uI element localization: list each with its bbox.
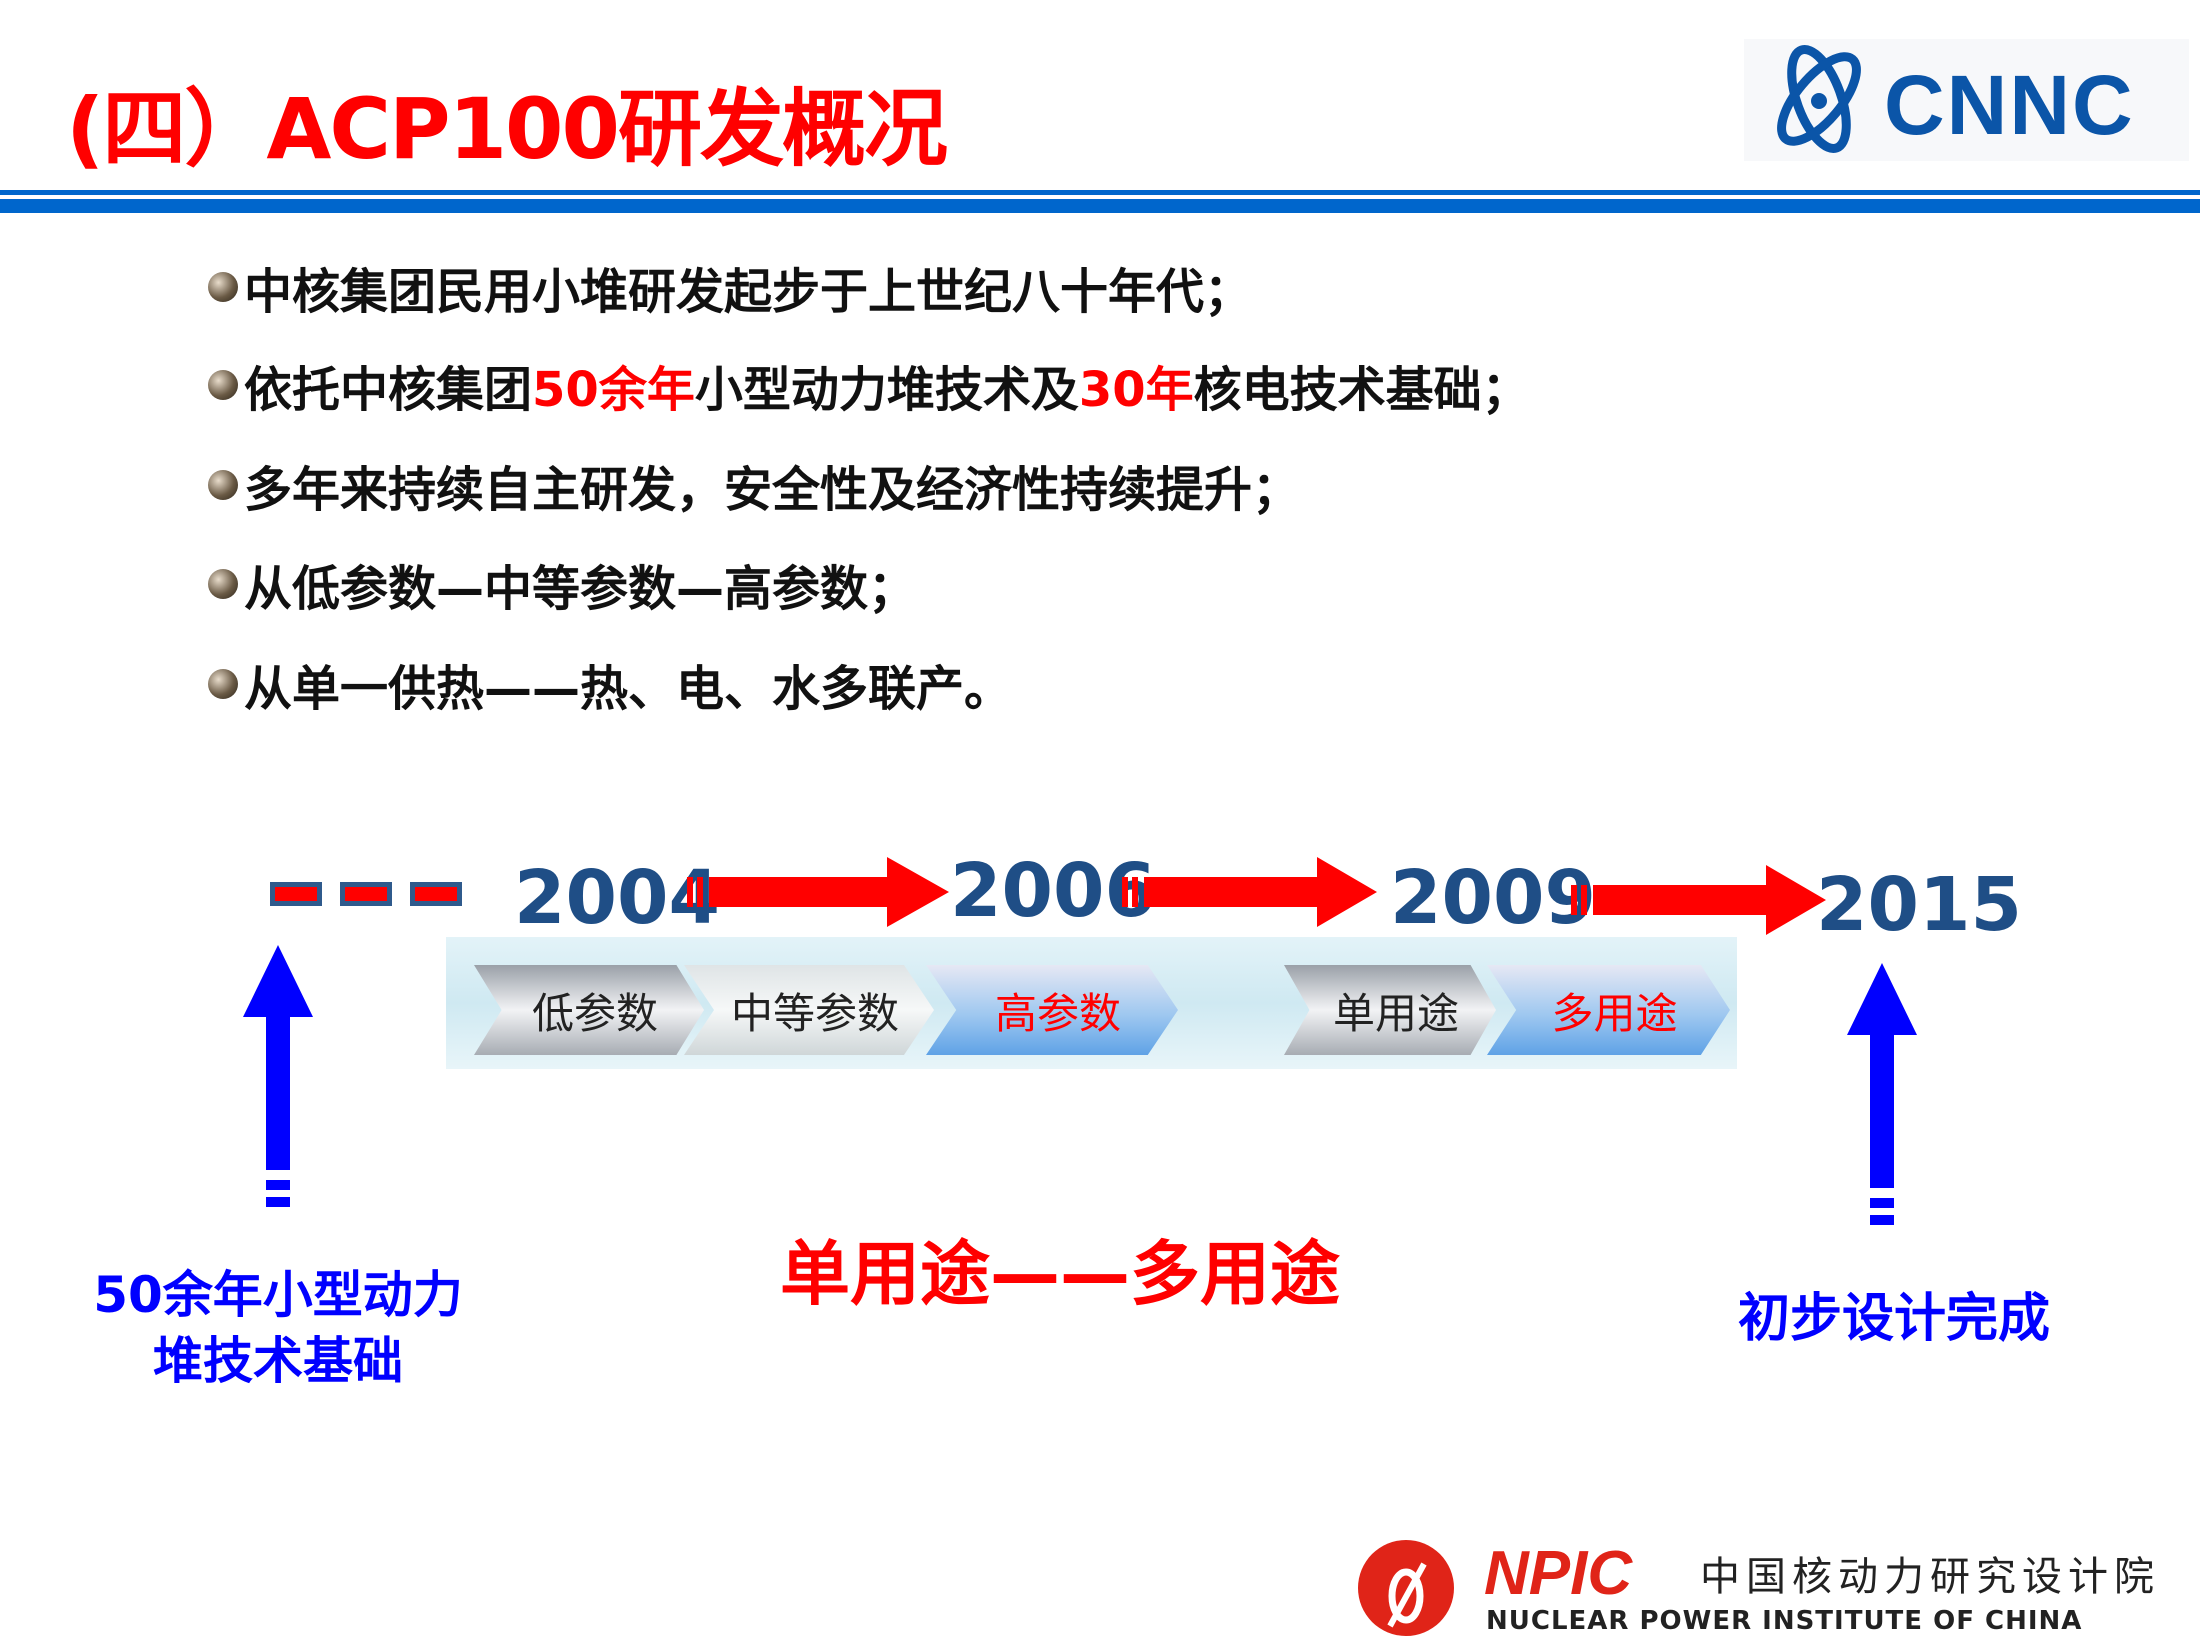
bullet-item: 从低参数—中等参数—高参数； [208,549,916,619]
left-label-line: 50余年小型动力 [93,1266,463,1324]
year-label: 2006 [950,848,1156,934]
left-label: 50余年小型动力堆技术基础 [78,1262,478,1394]
stage-high-param: 高参数 [926,965,1178,1055]
header-divider-thin [0,190,2200,195]
bullet-icon [208,669,238,699]
bullet-icon [208,370,238,400]
dash-marker [340,882,392,906]
highlight-text: 30年 [1078,362,1194,418]
bullet-item: 从单一供热——热、电、水多联产。 [208,649,1012,719]
cnnc-logo: CNNC [1744,39,2189,161]
up-arrow-icon [243,945,313,1207]
bullet-text: 小型动力堆技术及 [694,362,1079,418]
stage-multi-use: 多用途 [1487,965,1730,1055]
red-arrow-icon [687,857,949,927]
bullet-text: 多年来持续自主研发，安全性及经济性持续提升； [244,462,1301,518]
red-arrow-icon [1571,865,1826,935]
year-label: 2009 [1390,855,1596,941]
bullet-text: 从单一供热——热、电、水多联产。 [244,661,1013,717]
left-label-line: 堆技术基础 [153,1332,403,1390]
year-label: 2004 [514,855,720,941]
right-label: 初步设计完成 [1737,1289,2050,1349]
bullet-text: 中核集团民用小堆研发起步于上世纪八十年代； [244,264,1253,320]
red-arrow-icon [1122,857,1377,927]
dash-marker [410,882,462,906]
page-title: (四）ACP100研发概况 [66,80,948,178]
up-arrow-icon [1847,963,1917,1225]
dash-marker [270,882,322,906]
cnnc-text: CNNC [1884,58,2135,152]
npic-emblem-icon [1358,1540,1454,1636]
npic-cn-name: 中国核动力研究设计院 [1700,1554,2160,1600]
stage-single-use: 单用途 [1284,965,1496,1055]
stage-mid-param: 中等参数 [684,965,934,1055]
bullet-text: 依托中核集团 [244,362,533,418]
npic-logo: NPIC 中国核动力研究设计院 NUCLEAR POWER INSTITUTE … [1354,1530,2174,1640]
highlight-text: 50余年 [532,362,695,418]
bullet-icon [208,272,238,302]
npic-abbr: NPIC [1484,1539,1633,1608]
header-divider-thick [0,199,2200,213]
stage-low-param: 低参数 [474,965,704,1055]
bullet-item: 中核集团民用小堆研发起步于上世纪八十年代； [208,252,1252,322]
npic-en-name: NUCLEAR POWER INSTITUTE OF CHINA [1486,1606,2083,1636]
center-label: 单用途——多用途 [780,1233,1340,1315]
atom-icon [1777,45,1861,153]
bullet-item: 多年来持续自主研发，安全性及经济性持续提升； [208,450,1300,520]
bullet-text: 从低参数—中等参数—高参数； [244,561,917,617]
bullet-icon [208,470,238,500]
bullet-text: 核电技术基础； [1193,362,1530,418]
year-label: 2015 [1816,862,2022,948]
bullet-icon [208,569,238,599]
